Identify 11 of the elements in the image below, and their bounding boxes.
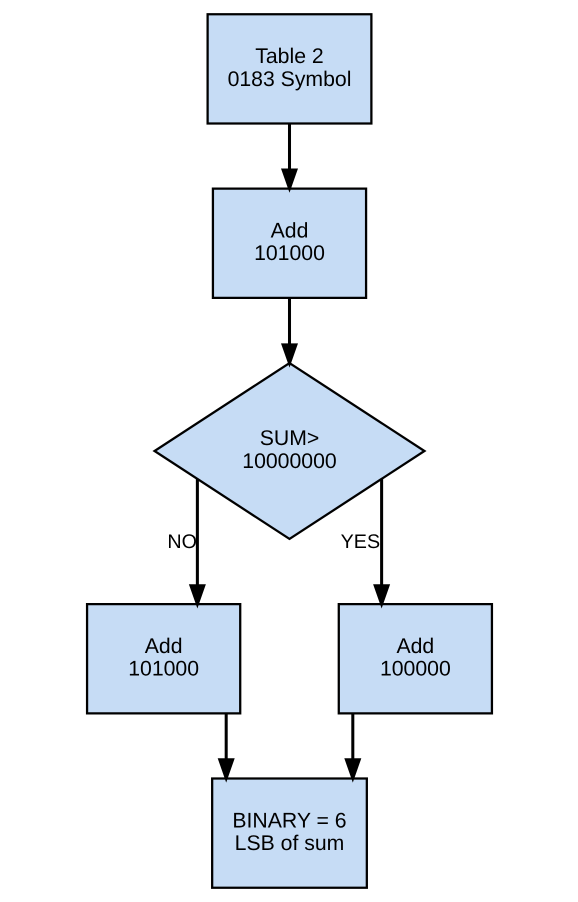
node-box: Add 101000 xyxy=(211,188,367,299)
arrow xyxy=(344,713,361,783)
arrow xyxy=(280,124,298,193)
arrow xyxy=(372,479,390,609)
node-box: BINARY = 6 LSB of sum xyxy=(210,777,368,889)
node-box: Add 101000 xyxy=(85,603,241,714)
arrow xyxy=(188,479,206,609)
arrow xyxy=(217,713,234,783)
node-box: Add 100000 xyxy=(337,603,493,714)
node-box: Table 2 0183 Symbol xyxy=(206,13,372,125)
arrow xyxy=(280,298,298,368)
